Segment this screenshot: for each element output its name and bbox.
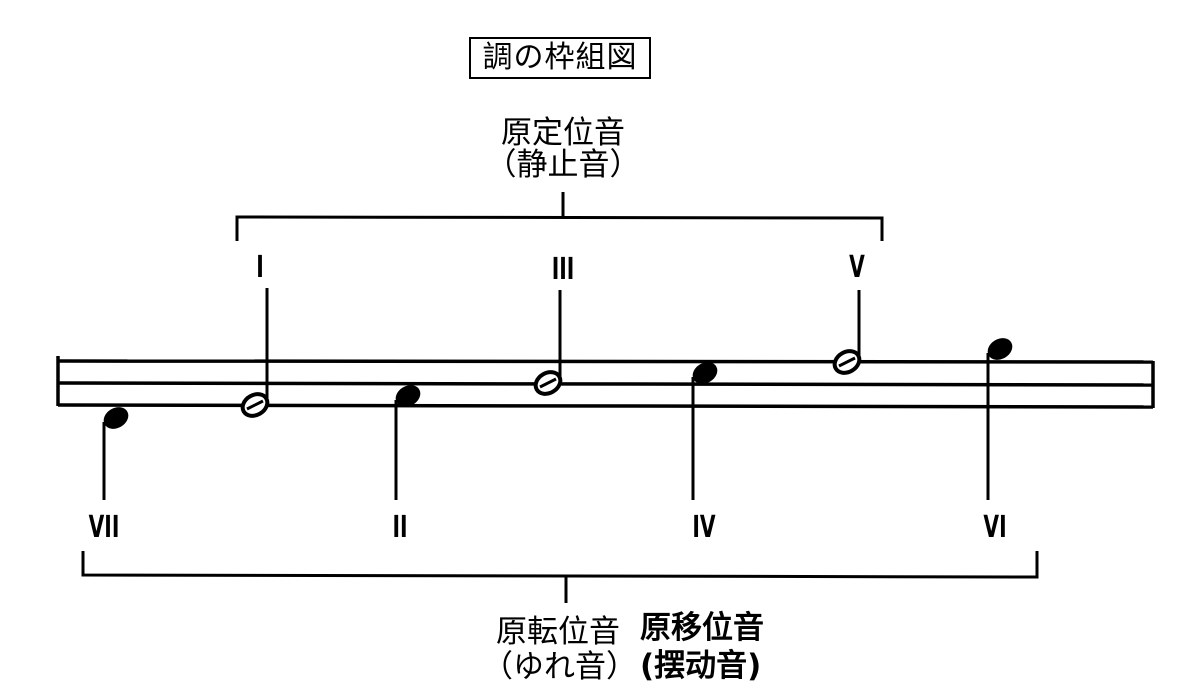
- note-VII: [102, 407, 129, 500]
- staff-line-middle: [57, 381, 1154, 387]
- top-group-label: 原定位音: [501, 115, 625, 151]
- top-bracket-line: [235, 215, 884, 241]
- diagram-title: 調の枠組図: [469, 37, 651, 79]
- degree-label-VII: VII: [88, 510, 120, 545]
- note-V: [832, 290, 862, 375]
- notehead-filled: [395, 385, 421, 407]
- staff: [56, 356, 1155, 409]
- note-IV: [691, 362, 718, 500]
- top-group-sublabel: （静止音）: [485, 147, 641, 183]
- bottom-bracket-line: [81, 551, 1039, 579]
- notes: [102, 288, 1013, 500]
- note-I: [240, 288, 270, 418]
- degree-label-V: V: [849, 250, 865, 285]
- bottom-group-sublabel: （ゆれ音）: [482, 649, 637, 685]
- note-II: [394, 385, 421, 500]
- bottom-group-sublabel-variant: (摆动音): [640, 648, 762, 684]
- top-bracket: [235, 192, 884, 241]
- bottom-bracket: [81, 551, 1039, 603]
- notehead-hollow-mark: [246, 399, 264, 411]
- diagram-title-text: 調の枠組図: [482, 40, 638, 75]
- notehead-filled: [692, 362, 718, 384]
- staff-line-bottom: [57, 403, 1154, 409]
- bottom-group-label-variant: 原移位音: [640, 610, 764, 646]
- notehead-hollow-mark: [838, 356, 856, 368]
- staff-line-top: [57, 359, 1154, 364]
- degree-label-I: I: [256, 250, 264, 285]
- degree-label-II: II: [392, 510, 408, 545]
- degree-label-III: III: [551, 252, 575, 287]
- notehead-hollow-mark: [539, 377, 557, 389]
- note-III: [533, 290, 563, 396]
- degree-label-VI: VI: [983, 510, 1007, 545]
- note-VI: [986, 338, 1013, 500]
- degree-label-IV: IV: [692, 510, 716, 545]
- notehead-filled: [987, 338, 1013, 360]
- notehead-filled: [103, 407, 129, 429]
- bottom-group-label: 原転位音: [496, 614, 620, 650]
